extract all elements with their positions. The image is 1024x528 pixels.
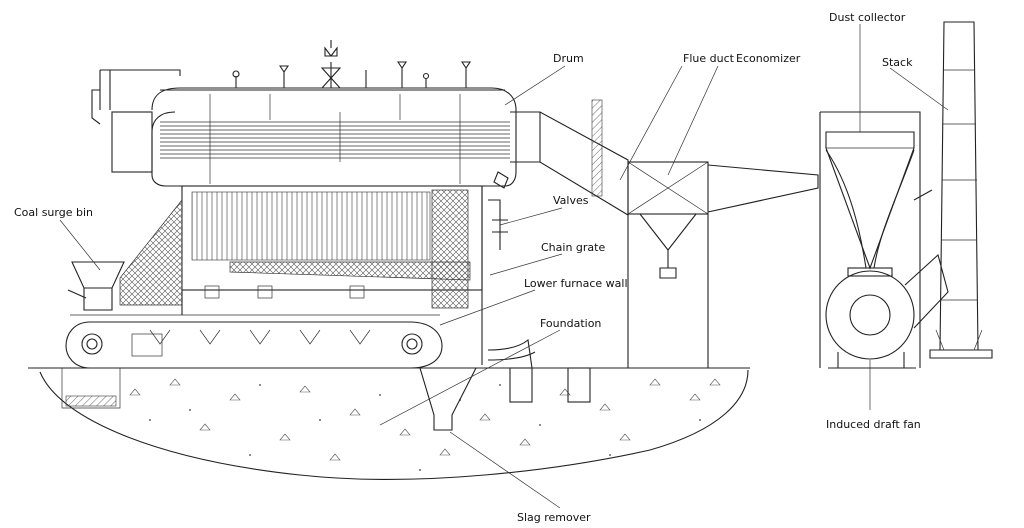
chain-grate	[65, 314, 443, 369]
label-slag-remover: Slag remover	[517, 511, 591, 524]
economizer	[627, 161, 819, 368]
label-chain-grate: Chain grate	[541, 241, 605, 254]
ground-soil	[28, 367, 750, 480]
drum	[91, 40, 517, 187]
label-flue-duct: Flue duct	[683, 52, 735, 65]
label-drum: Drum	[553, 52, 584, 65]
furnace-body	[119, 185, 483, 365]
label-economizer: Economizer	[736, 52, 801, 65]
leader-lines	[59, 24, 949, 509]
label-valves: Valves	[553, 194, 589, 207]
induced-draft-fan	[825, 253, 949, 369]
label-foundation: Foundation	[540, 317, 601, 330]
coal-surge-bin	[67, 261, 125, 311]
label-coal-surge-bin: Coal surge bin	[14, 206, 93, 219]
label-stack: Stack	[882, 56, 913, 69]
label-lower-furnace-wall: Lower furnace wall	[524, 277, 628, 290]
foundation-pillars	[487, 338, 591, 403]
slag-remover	[419, 367, 477, 431]
flue-duct	[488, 99, 629, 250]
label-dust-collector: Dust collector	[829, 11, 906, 24]
label-induced-draft-fan: Induced draft fan	[826, 418, 921, 431]
stack	[929, 21, 993, 359]
dust-collector	[819, 111, 933, 368]
